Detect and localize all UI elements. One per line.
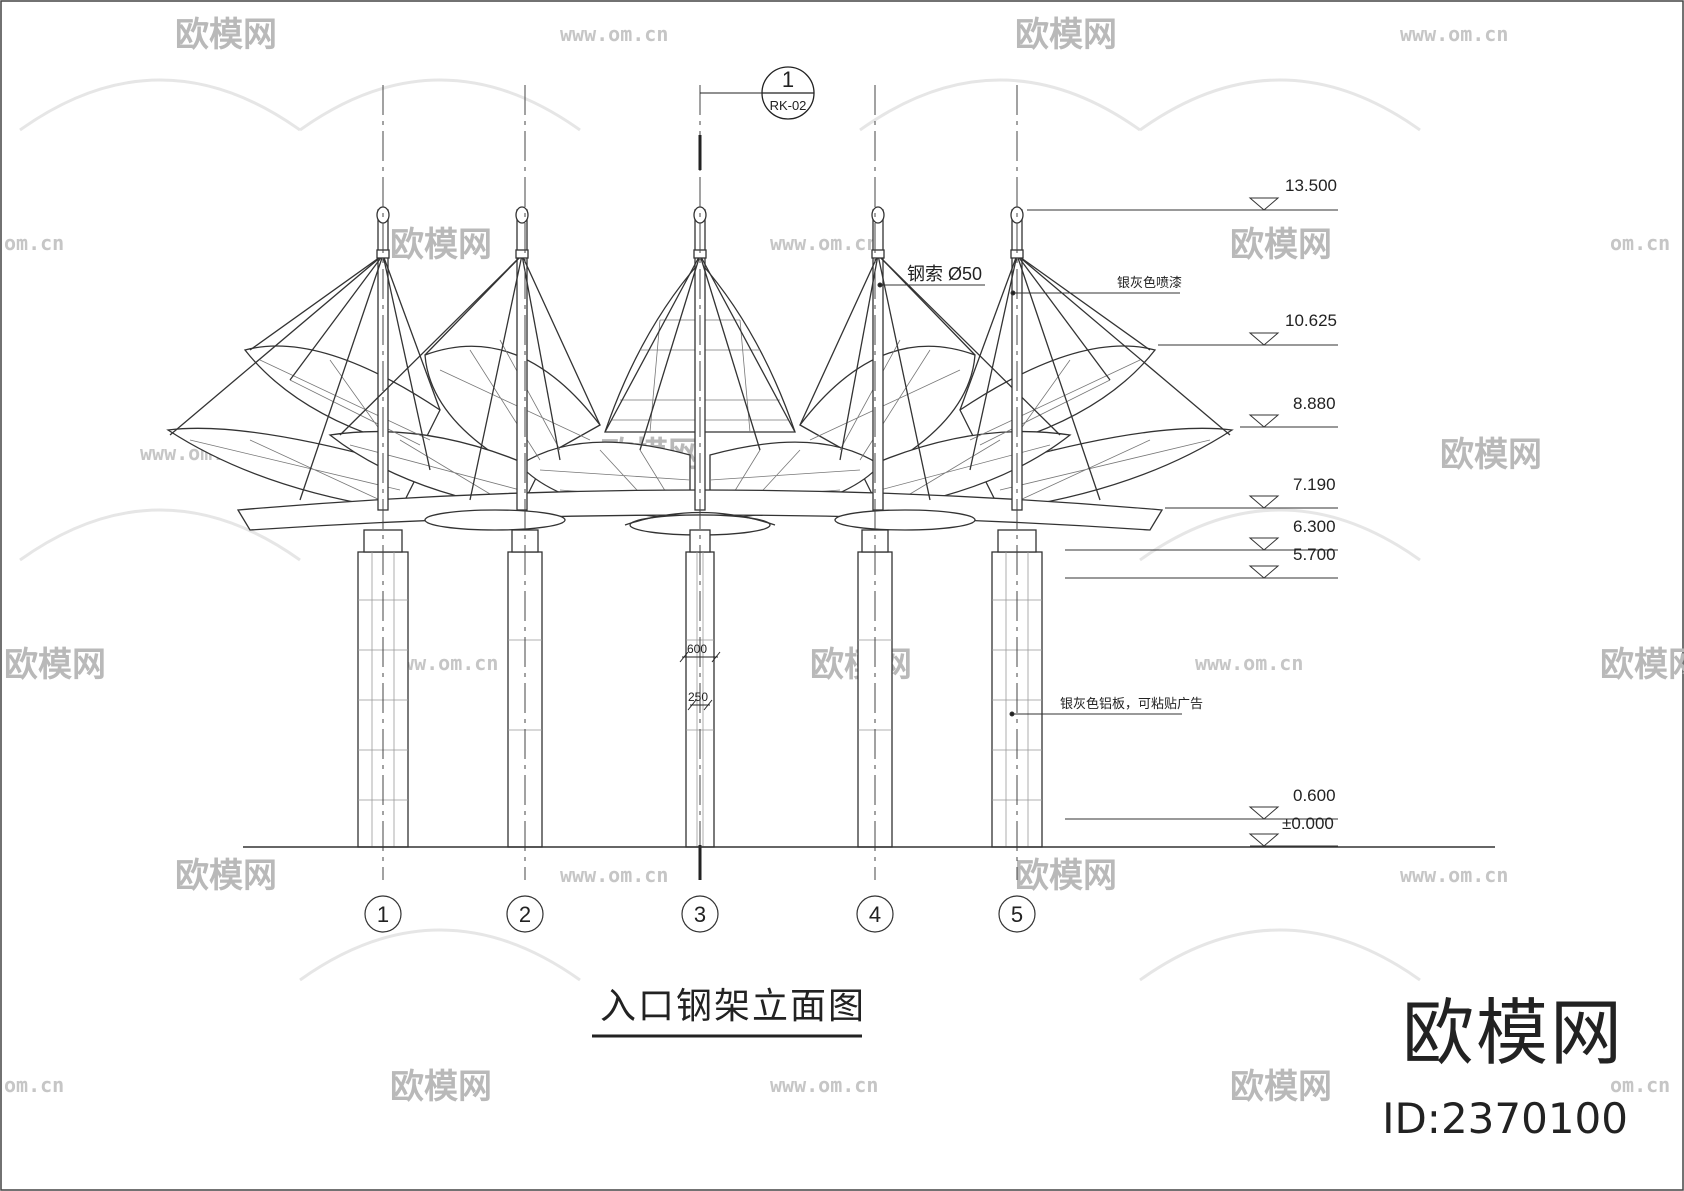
watermark-url: www.om.cn <box>560 22 668 46</box>
elevation-label: ±0.000 <box>1282 814 1334 833</box>
section-number: 1 <box>782 67 794 92</box>
elevation-label: 8.880 <box>1293 394 1336 413</box>
watermark-url: www.om.cn <box>1400 22 1508 46</box>
elevation-label: 10.625 <box>1285 311 1337 330</box>
watermark-id: ID:2370100 <box>1382 1094 1628 1143</box>
watermark-brand: 欧模网 <box>175 15 277 55</box>
section-sheet: RK-02 <box>770 98 807 113</box>
watermark-url: www.om.cn <box>770 231 878 255</box>
watermark-url-fragment: om.cn <box>4 231 64 255</box>
axis-label: 4 <box>869 902 881 927</box>
watermark-brand: 欧模网 <box>390 1067 492 1107</box>
watermark-url-fragment: om.cn <box>4 1073 64 1097</box>
dim-250: 250 <box>688 690 708 704</box>
watermark-brand: 欧模网 <box>1230 1067 1332 1107</box>
elevation-label: 6.300 <box>1293 517 1336 536</box>
watermark-url: www.om.cn <box>560 863 668 887</box>
axis-label: 2 <box>519 902 531 927</box>
elevation-label: 7.190 <box>1293 475 1336 494</box>
petal <box>243 345 441 451</box>
watermark-logo: 欧模网 <box>1401 991 1624 1075</box>
elevation-label: 13.500 <box>1285 176 1337 195</box>
axis-label: 5 <box>1011 902 1023 927</box>
elevation-label: 5.700 <box>1293 545 1336 564</box>
elevation-label: 0.600 <box>1293 786 1336 805</box>
watermark-brand: 欧模网 <box>4 645 106 685</box>
elevation-labels: 13.500 10.625 8.880 7.190 6.300 5.700 0.… <box>1282 176 1337 833</box>
elevation-markers <box>1027 197 1338 847</box>
watermark-url: www.om.cn <box>770 1073 878 1097</box>
watermark-url-fragment: om.cn <box>1610 1073 1670 1097</box>
axis-label: 1 <box>377 902 389 927</box>
watermark-brand: 欧模网 <box>1600 645 1684 685</box>
watermark-url-fragment: om.cn <box>1610 231 1670 255</box>
note-cable: 钢索 Ø50 <box>907 264 982 284</box>
masts <box>169 206 1231 511</box>
drawing-title: 入口钢架立面图 <box>600 985 866 1026</box>
watermark-brand: 欧模网 <box>390 225 492 265</box>
watermark-brand: 欧模网 <box>1015 856 1117 896</box>
note-paint: 银灰色喷漆 <box>1117 275 1182 290</box>
section-marker: 1 RK-02 <box>700 66 815 120</box>
petal <box>959 345 1157 451</box>
watermark-brand: 欧模网 <box>1440 435 1542 475</box>
watermark-url: www.om.cn <box>1400 863 1508 887</box>
dim-600: 600 <box>687 642 707 656</box>
note-cladding: 银灰色铝板，可粘贴广告 <box>1060 696 1203 711</box>
watermarks: 欧模网 www.om.cn 欧模网 www.om.cn om.cn 欧模网 ww… <box>4 15 1684 1107</box>
watermark-url: www.om.cn <box>1195 651 1303 675</box>
watermark-brand: 欧模网 <box>175 856 277 896</box>
axis-labels: 1 2 3 4 5 <box>364 895 1036 933</box>
watermark-brand: 欧模网 <box>1230 225 1332 265</box>
axis-label: 3 <box>694 902 706 927</box>
watermark-brand: 欧模网 <box>1015 15 1117 55</box>
